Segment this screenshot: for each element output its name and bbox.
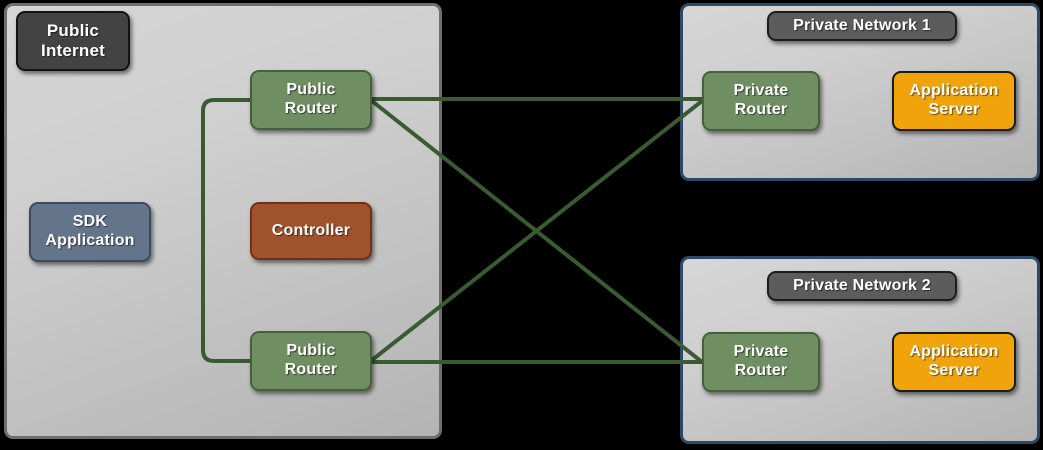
sdk-application-node[interactable]: SDK Application (29, 202, 151, 262)
public-router-2-node[interactable]: Public Router (250, 331, 372, 391)
application-server-1-node[interactable]: Application Server (892, 71, 1016, 131)
private-router-1-node[interactable]: Private Router (702, 71, 820, 131)
public-internet-title: Public Internet (16, 11, 130, 71)
application-server-2-node[interactable]: Application Server (892, 332, 1016, 392)
private-router-2-node[interactable]: Private Router (702, 332, 820, 392)
private-network-1-label: Private Network 1 (767, 11, 957, 41)
public-router-1-node[interactable]: Public Router (250, 70, 372, 130)
controller-node[interactable]: Controller (250, 202, 372, 260)
private-network-2-label: Private Network 2 (767, 271, 957, 301)
